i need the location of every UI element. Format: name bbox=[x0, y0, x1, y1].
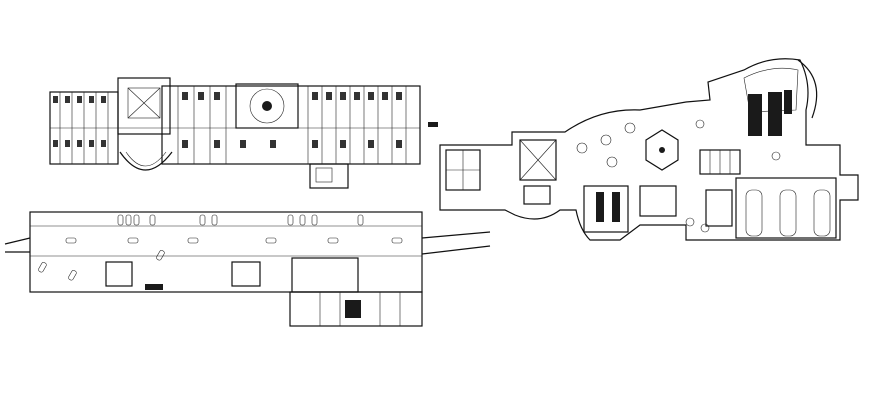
ground-floor-parking-plan bbox=[4, 211, 491, 327]
reception-desk bbox=[523, 185, 551, 205]
parking-slab bbox=[29, 211, 423, 293]
service-room-a bbox=[105, 261, 133, 287]
lower-annex bbox=[289, 291, 423, 327]
atrium-octagon bbox=[645, 129, 679, 171]
west-stair-core bbox=[519, 139, 557, 181]
guest-rooms bbox=[53, 86, 407, 164]
lounge-seating bbox=[576, 119, 781, 233]
sheet-note bbox=[428, 122, 438, 127]
auditorium-arc bbox=[797, 59, 818, 119]
south-annex bbox=[309, 163, 349, 189]
entrance-block bbox=[117, 77, 171, 135]
service-room-b bbox=[231, 261, 261, 287]
toilet-block bbox=[705, 189, 733, 227]
west-ramp bbox=[4, 237, 31, 245]
east-hall bbox=[735, 177, 837, 239]
dining-hall bbox=[583, 185, 629, 233]
kitchen bbox=[639, 185, 677, 217]
rotunda-ring bbox=[249, 88, 285, 124]
entrance-stair bbox=[127, 87, 161, 119]
main-building-floor-plan bbox=[439, 58, 859, 241]
east-wing bbox=[161, 85, 421, 165]
auditorium-seating bbox=[748, 90, 792, 136]
building-outline bbox=[439, 58, 859, 241]
upper-floor-plan bbox=[49, 77, 438, 189]
entry-arc bbox=[119, 151, 173, 171]
east-ramp bbox=[421, 231, 491, 239]
service-room-c bbox=[291, 257, 359, 293]
parked-cars bbox=[38, 214, 403, 281]
